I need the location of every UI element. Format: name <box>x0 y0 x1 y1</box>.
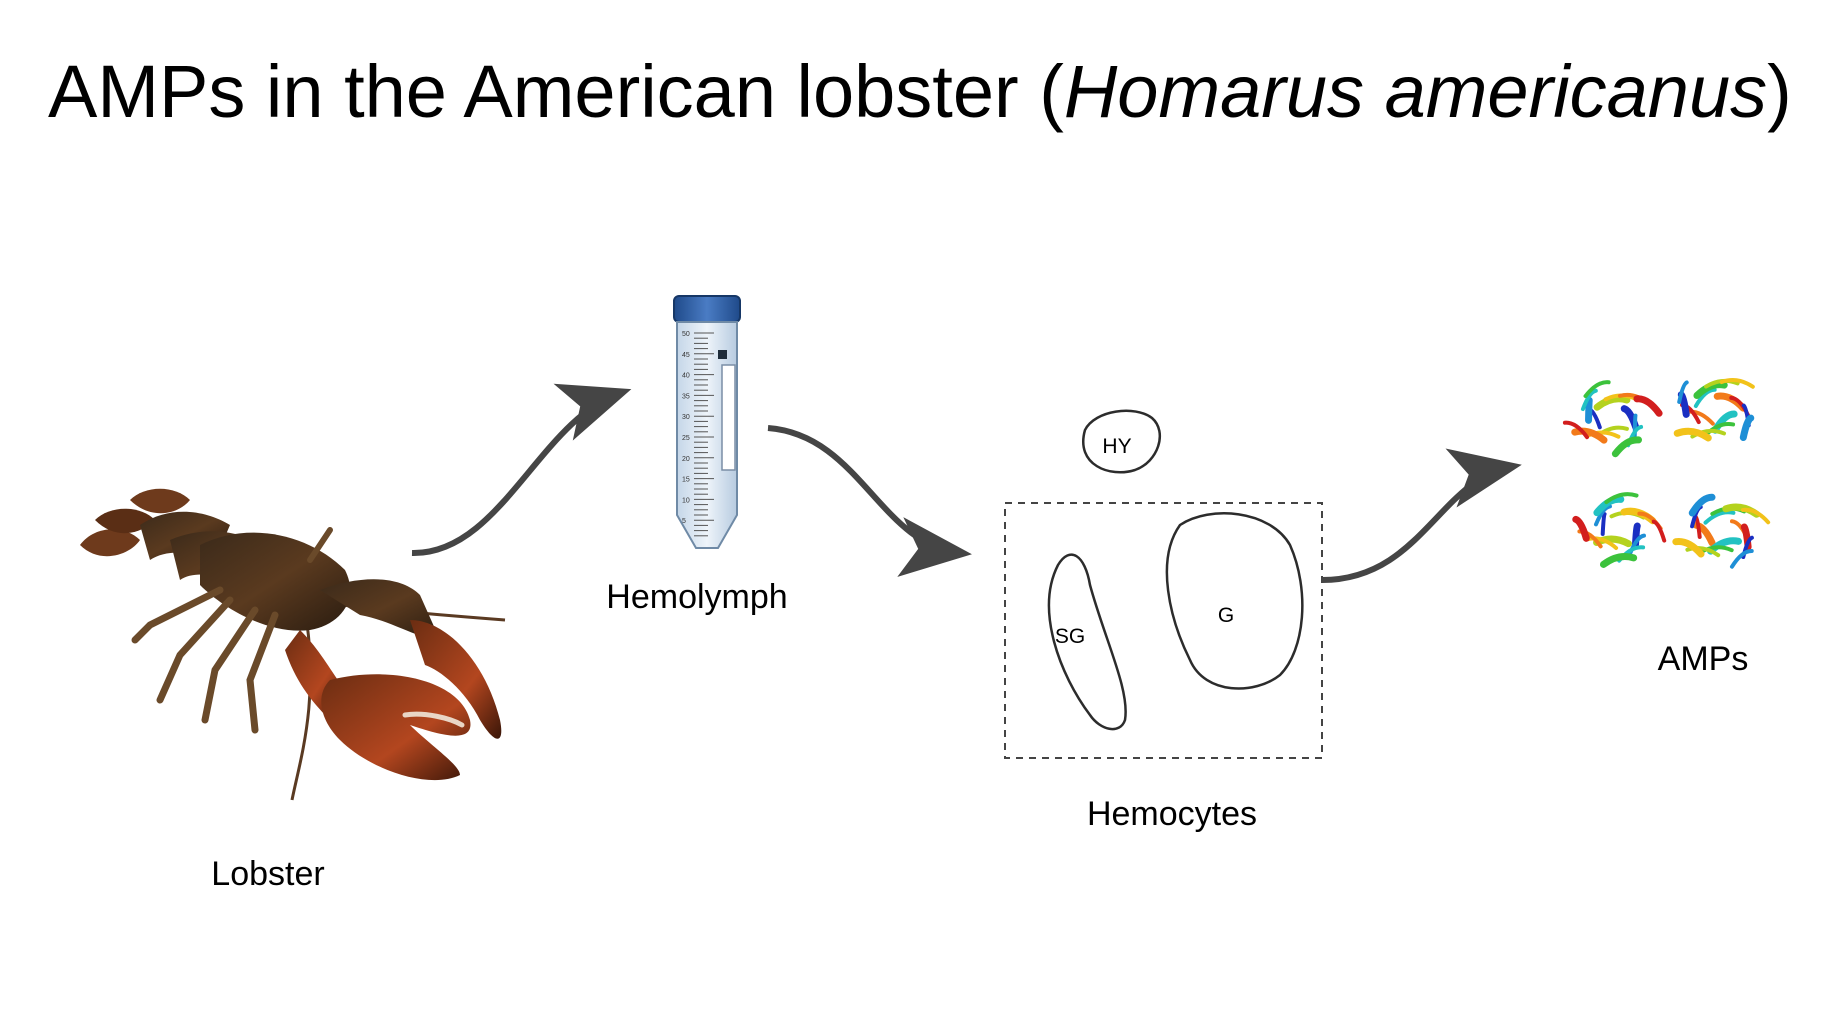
label-hemocytes: Hemocytes <box>1087 795 1257 833</box>
arrow-lobster-to-hemolymph <box>411 383 632 557</box>
arrow-hemocytes-to-amps <box>1321 448 1522 583</box>
page-title: AMPs in the American lobster (Homarus am… <box>48 50 1792 133</box>
tube-graduation-label: 20 <box>682 456 690 463</box>
hyaline-cell <box>1082 409 1162 474</box>
protein-structure-icon <box>1562 378 1771 569</box>
tube-graduation-label: 25 <box>682 435 690 442</box>
centrifuge-tube-icon: 50 45 40 35 30 25 20 15 10 5 <box>673 295 741 549</box>
species-name: Homarus americanus <box>1063 50 1768 133</box>
tube-graduations: 50 45 40 35 30 25 20 15 10 5 <box>682 331 714 537</box>
tube-graduation-label: 10 <box>682 497 690 504</box>
label-hy: HY <box>1102 435 1131 458</box>
lobster-photo <box>80 488 506 801</box>
hemocytes-diagram: HY SG G <box>1004 409 1323 759</box>
tube-graduation-label: 40 <box>682 373 690 380</box>
semi-granular-cell <box>1047 553 1127 731</box>
label-hemolymph: Hemolymph <box>606 578 787 616</box>
arrow-hemolymph-to-hemocytes <box>767 425 972 577</box>
granular-cell <box>1165 512 1304 690</box>
label-lobster: Lobster <box>211 855 324 893</box>
tube-graduation-label: 5 <box>682 518 686 525</box>
label-sg: SG <box>1055 625 1085 648</box>
label-g: G <box>1218 604 1234 627</box>
hemocytes-dashed-box <box>1004 502 1323 759</box>
label-amps: AMPs <box>1658 640 1749 678</box>
tube-graduation-label: 35 <box>682 393 690 400</box>
tube-graduation-label: 50 <box>682 331 690 338</box>
tube-graduation-label: 15 <box>682 477 690 484</box>
tube-graduation-label: 45 <box>682 352 690 359</box>
tube-graduation-label: 30 <box>682 414 690 421</box>
